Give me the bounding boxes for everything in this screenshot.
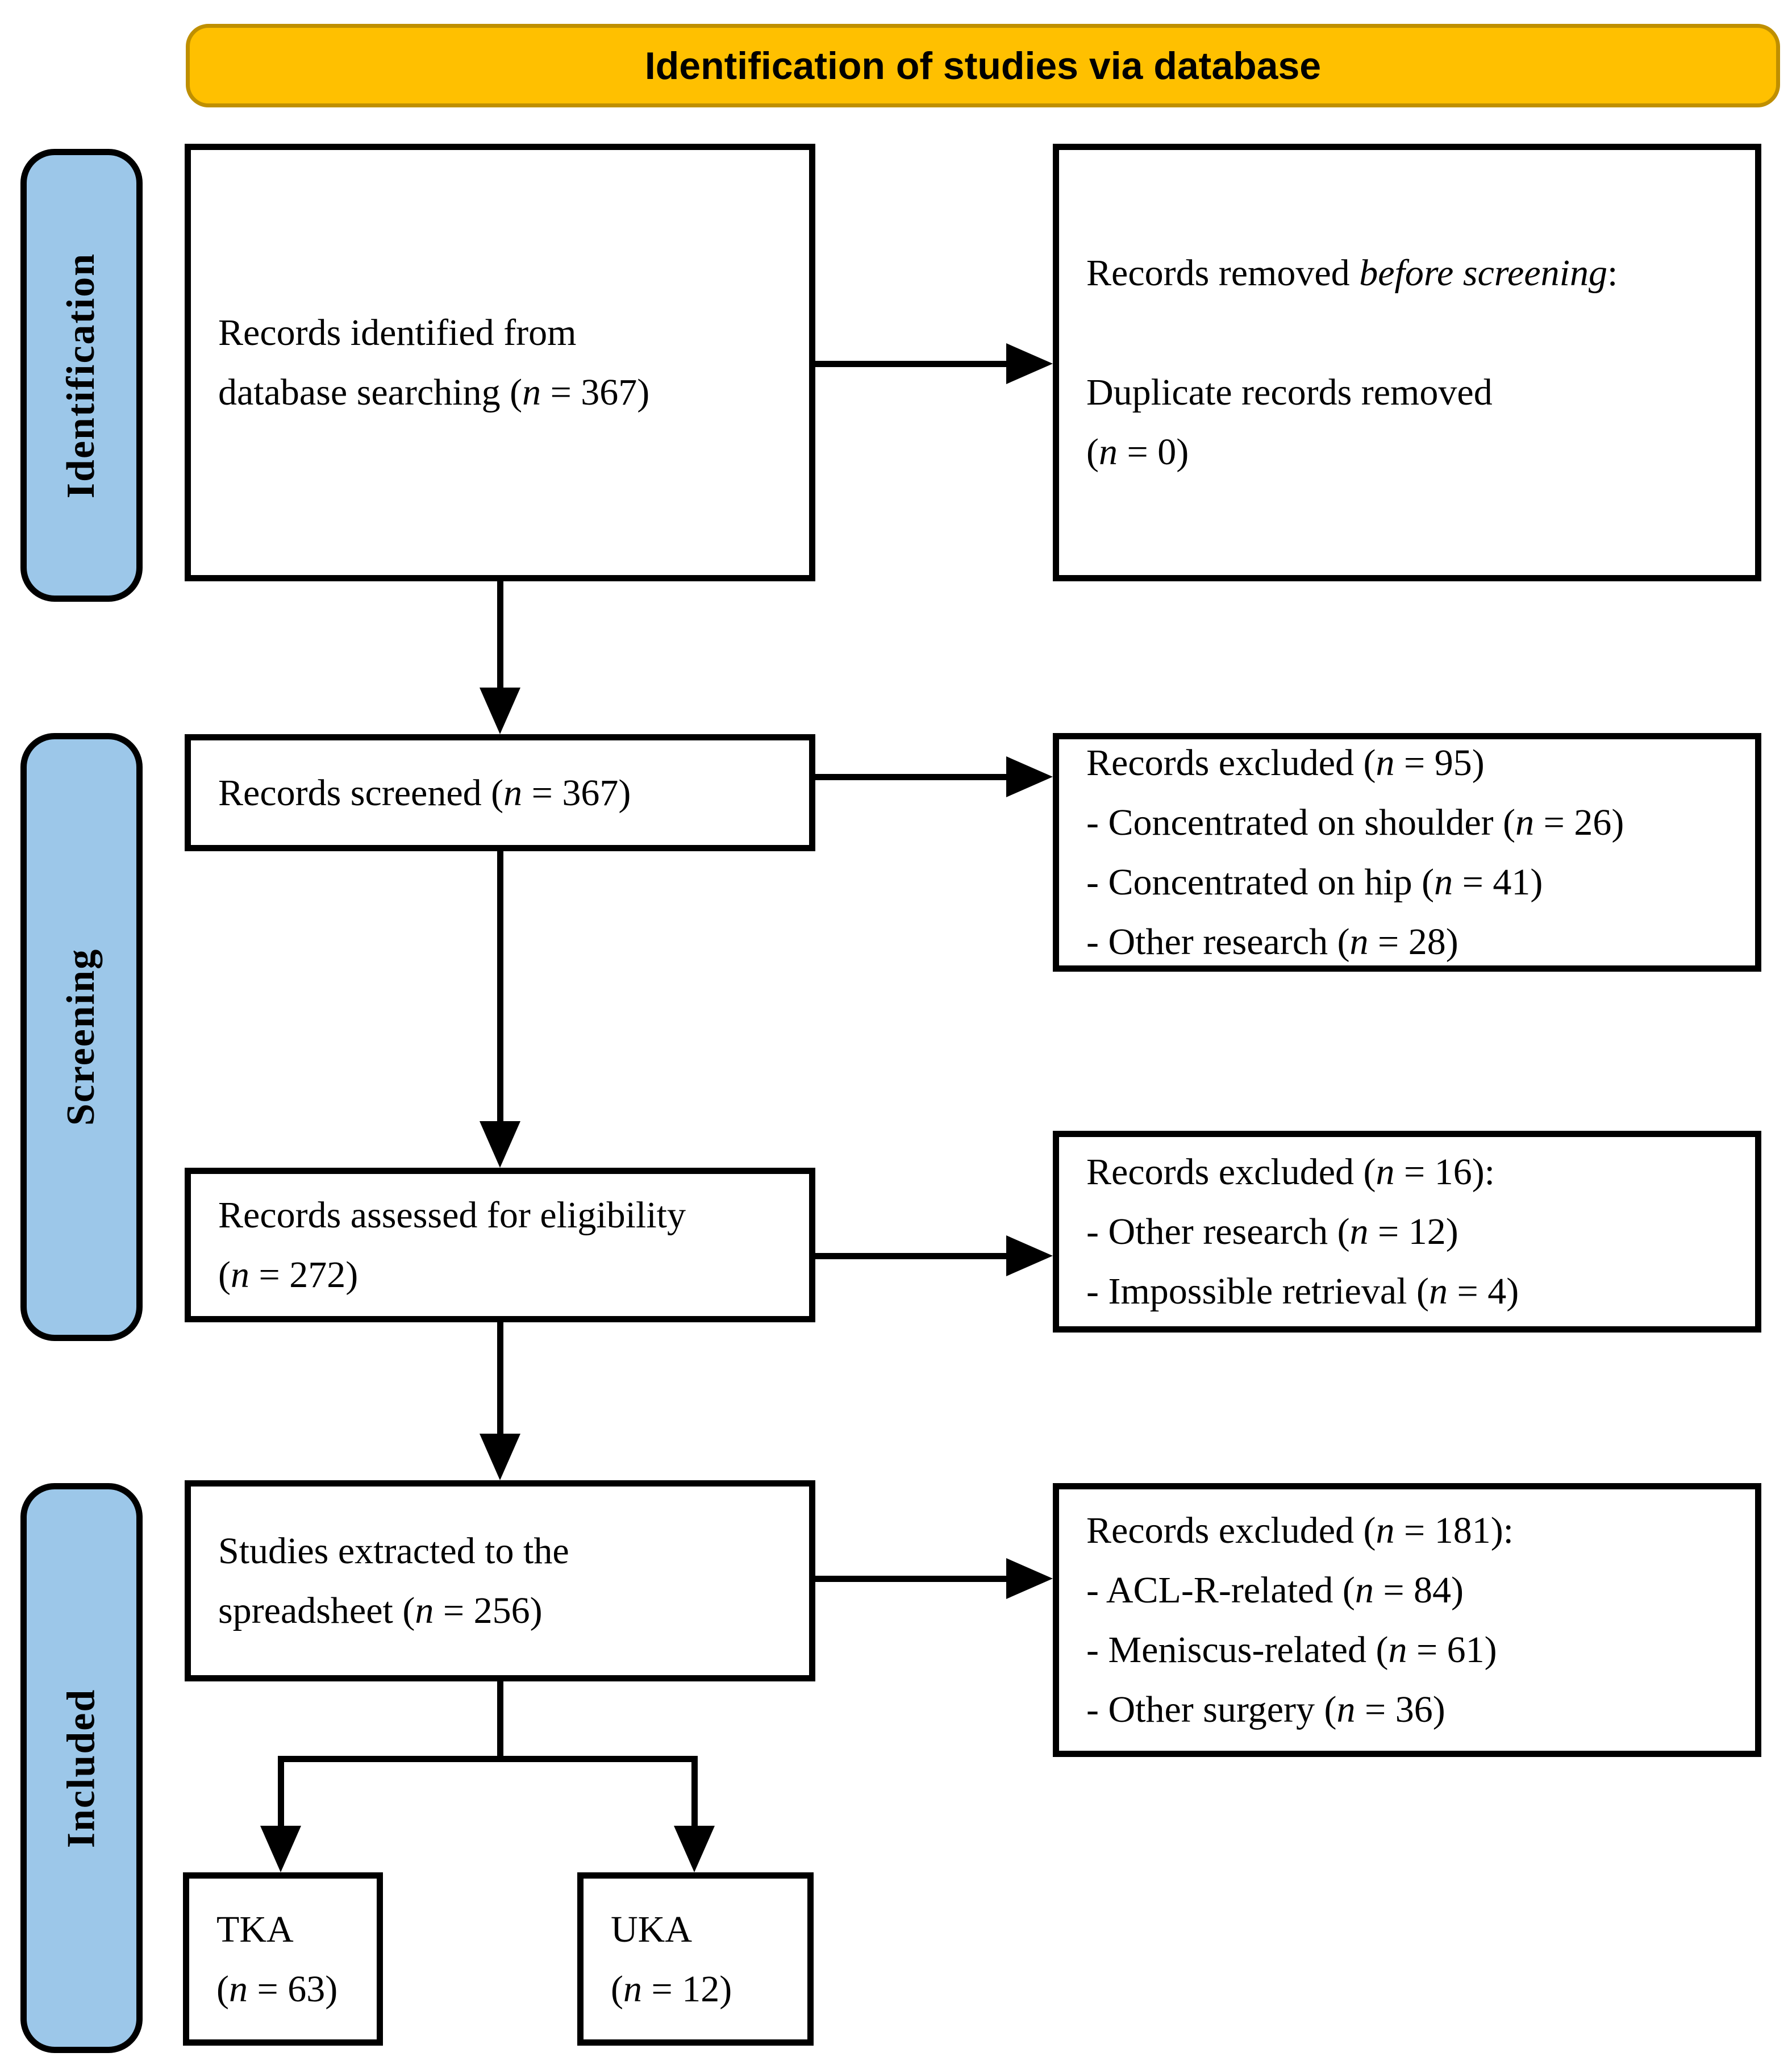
text-line: UKA (611, 1908, 692, 1950)
text-line: - Concentrated on hip (n = 41) (1086, 861, 1543, 903)
arrow-extracted-to-excluded-head (1006, 1558, 1053, 1599)
arrow-assessed-to-extracted-line (497, 1322, 503, 1437)
arrow-screened-to-assessed-head (480, 1121, 520, 1168)
stage-identification: Identification (20, 149, 143, 602)
stage-label: Identification (59, 252, 103, 498)
box-records-screened: Records screened (n = 367) (185, 734, 815, 851)
text-line: Records identified from (218, 312, 577, 353)
branch-horizontal-line (278, 1756, 698, 1762)
text-line: TKA (216, 1908, 294, 1950)
arrow-identified-to-screened-line (497, 581, 503, 690)
box-records-removed: Records removed before screening: Duplic… (1053, 144, 1761, 581)
text-line: Records excluded (n = 95) (1086, 742, 1485, 784)
text-line: (n = 12) (611, 1968, 732, 2010)
text-line: Duplicate records removed (1086, 372, 1493, 413)
text-line (1086, 303, 1741, 363)
arrow-branch-to-uka-head (674, 1826, 715, 1872)
stage-label: Screening (59, 948, 103, 1126)
text-line: - Concentrated on shoulder (n = 26) (1086, 802, 1624, 843)
arrow-branch-to-tka-head (260, 1826, 301, 1872)
text-line: Records removed before screening: (1086, 252, 1618, 294)
text-line: Records assessed for eligibility (218, 1194, 686, 1236)
arrow-extracted-to-excluded-line (815, 1576, 1008, 1582)
text-line: (n = 0) (1086, 431, 1189, 473)
arrow-screened-to-excluded-line (815, 774, 1008, 780)
arrow-branch-to-tka-line (278, 1759, 284, 1828)
arrow-screened-to-assessed-line (497, 851, 503, 1121)
text-line: - Other research (n = 12) (1086, 1211, 1458, 1252)
text-line: Records excluded (n = 181): (1086, 1510, 1514, 1551)
box-records-assessed: Records assessed for eligibility (n = 272… (185, 1168, 815, 1322)
arrow-identified-to-removed-line (815, 361, 1008, 367)
box-studies-extracted: Studies extracted to the spreadsheet (n =… (185, 1480, 815, 1681)
box-tka: TKA (n = 63) (183, 1872, 383, 2046)
box-uka: UKA (n = 12) (577, 1872, 814, 2046)
stage-label: Included (59, 1688, 103, 1848)
stage-included: Included (20, 1483, 143, 2053)
text-line: (n = 272) (218, 1254, 359, 1296)
banner: Identification of studies via database (186, 24, 1780, 107)
text-line: Studies extracted to the (218, 1530, 569, 1572)
arrow-branch-to-uka-line (691, 1759, 698, 1828)
text-line: Records screened (n = 367) (218, 772, 631, 814)
text-line: - Meniscus-related (n = 61) (1086, 1629, 1497, 1671)
box-records-excluded-screening: Records excluded (n = 95) - Concentrated … (1053, 733, 1761, 972)
arrow-screened-to-excluded-head (1006, 756, 1053, 797)
text-line: (n = 63) (216, 1968, 338, 2010)
text-line: database searching (n = 367) (218, 372, 650, 413)
text-line: - Other surgery (n = 36) (1086, 1689, 1445, 1730)
box-records-identified: Records identified from database searchin… (185, 144, 815, 581)
arrow-identified-to-screened-head (480, 688, 520, 734)
text-line: - Impossible retrieval (n = 4) (1086, 1271, 1519, 1312)
banner-title: Identification of studies via database (644, 44, 1322, 88)
text-line: - Other research (n = 28) (1086, 921, 1458, 963)
text-line: Records excluded (n = 16): (1086, 1151, 1495, 1193)
arrow-assessed-to-extracted-head (480, 1434, 520, 1480)
stage-screening: Screening (20, 733, 143, 1341)
arrow-assessed-to-excluded-line (815, 1253, 1008, 1259)
box-records-excluded-eligibility: Records excluded (n = 16): - Other resear… (1053, 1131, 1761, 1333)
box-records-excluded-extraction: Records excluded (n = 181): - ACL-R-relat… (1053, 1483, 1761, 1757)
text-line: - ACL-R-related (n = 84) (1086, 1569, 1464, 1611)
branch-stem-line (497, 1681, 503, 1762)
arrow-assessed-to-excluded-head (1006, 1235, 1053, 1276)
arrow-identified-to-removed-head (1006, 343, 1053, 384)
text-line: spreadsheet (n = 256) (218, 1590, 543, 1631)
